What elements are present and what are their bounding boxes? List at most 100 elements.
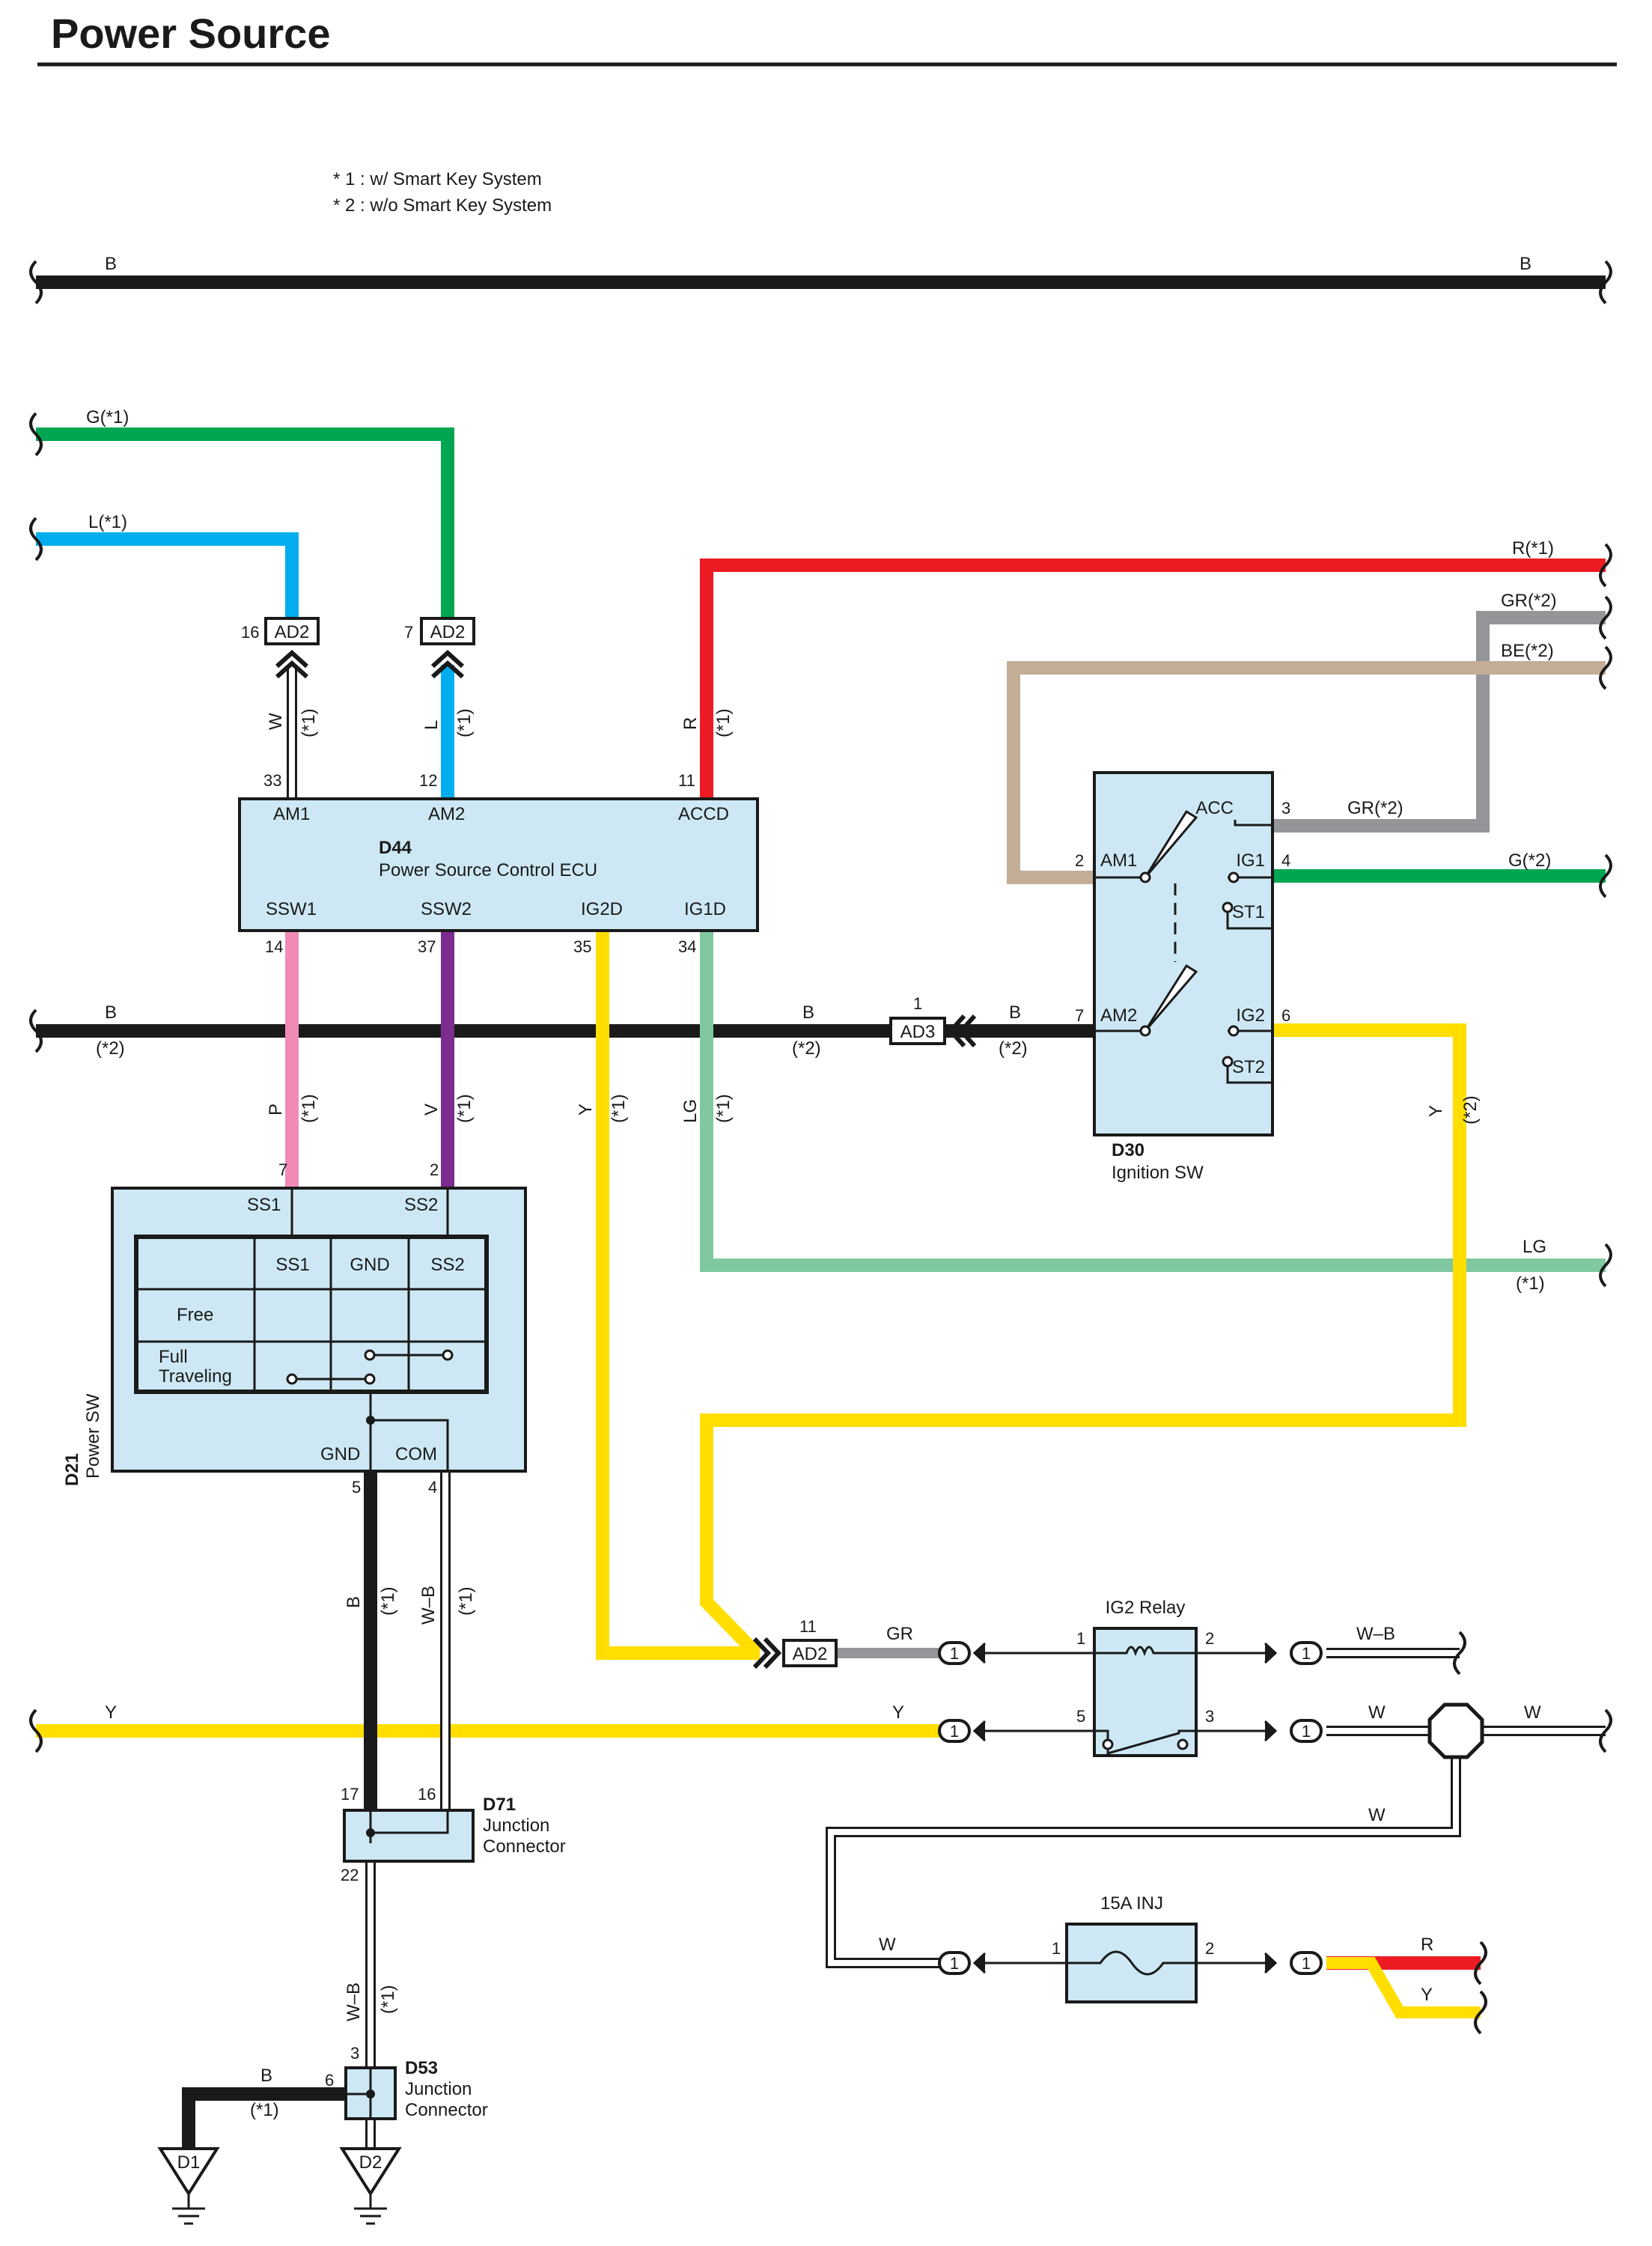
wire-lg — [700, 931, 1606, 1272]
label-b-top-right: B — [1520, 254, 1531, 274]
wire-l-1 — [36, 532, 299, 633]
label-y-out: Y — [1421, 1985, 1433, 2005]
label-g1: G(*1) — [86, 407, 129, 427]
inline-connector-y-pin: 1 — [950, 1722, 959, 1741]
label-y-right-note: (*2) — [1460, 1095, 1481, 1124]
d30-ig2: IG2 — [1236, 1005, 1265, 1026]
d30-am1: AM1 — [1100, 850, 1137, 871]
d71-name-2: Connector — [483, 1836, 566, 1857]
pin-d71-16: 16 — [418, 1785, 436, 1804]
d21-table-header-gnd: GND — [350, 1255, 389, 1275]
label-lg-right: LG — [1523, 1237, 1546, 1257]
label-wb-low: W–B — [344, 1982, 364, 2021]
inline-connectors: 1 1 1 1 1 1 — [938, 1641, 1323, 1975]
label-l-note: (*1) — [454, 708, 475, 737]
connector-ad2-16: AD2 16 — [241, 617, 320, 679]
d71-code: D71 — [483, 1795, 516, 1815]
pin-ad2-11: 11 — [799, 1617, 817, 1636]
connector-ad2-11-label: AD2 — [793, 1644, 828, 1664]
fuse-15a-inj: 15A INJ 1 2 — [1052, 1893, 1214, 2003]
note-1: * 1 : w/ Smart Key System — [333, 169, 542, 189]
label-w: W — [266, 713, 286, 730]
label-v-note: (*1) — [454, 1094, 475, 1123]
label-be2: BE(*2) — [1501, 641, 1554, 661]
pin-relay-5: 5 — [1076, 1707, 1085, 1726]
pin-relay-2: 2 — [1205, 1629, 1214, 1648]
d53-name-2: Connector — [405, 2100, 488, 2120]
d21-table-row-free: Free — [177, 1305, 213, 1325]
d21-table-row-traveling: Traveling — [159, 1366, 232, 1387]
inline-connector-wb-pin: 1 — [1302, 1644, 1311, 1663]
label-w-inj: W — [879, 1935, 896, 1955]
pin-d53-6: 6 — [325, 2071, 334, 2090]
label-w-note: (*1) — [299, 708, 319, 737]
label-l: L — [421, 720, 442, 730]
label-y-right: Y — [1426, 1105, 1446, 1117]
label-p: P — [266, 1104, 286, 1116]
d44-power-source-control-ecu: AM1 AM2 ACCD D44 Power Source Control EC… — [238, 771, 759, 956]
connector-ad3: AD3 1 — [889, 994, 977, 1048]
label-gr-ad2: GR — [886, 1624, 913, 1644]
wire-r-1 — [700, 559, 1606, 799]
connector-ad2-7: AD2 7 — [404, 617, 475, 679]
ground-d2: D2 — [339, 2147, 402, 2225]
wire-g-1 — [36, 427, 454, 633]
inline-connector-r: 1 — [1264, 1951, 1323, 1975]
d30-st2: ST2 — [1232, 1057, 1265, 1077]
connector-ad3-label: AD3 — [900, 1022, 936, 1042]
pin-d71-22: 22 — [341, 1866, 359, 1884]
label-l1: L(*1) — [88, 512, 127, 532]
inline-connector-w: 1 — [1264, 1719, 1323, 1743]
d21-switch-table: SS1 GND SS2 Free Full Traveling — [134, 1235, 489, 1394]
d44-ssw1: SSW1 — [266, 899, 317, 919]
splice-octagon — [1427, 1702, 1484, 1759]
label-g2-ig1: G(*2) — [1508, 850, 1551, 871]
ig2-relay: IG2 Relay 1 2 5 3 — [1076, 1598, 1214, 1757]
inline-connector-y: 1 — [938, 1719, 987, 1743]
d21-table-header-ss1: SS1 — [275, 1255, 309, 1275]
pin-d44-34: 34 — [678, 937, 696, 956]
label-lg: LG — [680, 1099, 701, 1123]
label-r1: R(*1) — [1512, 538, 1554, 559]
d21-com: COM — [395, 1444, 437, 1464]
inline-connector-w-inj: 1 — [938, 1951, 987, 1975]
ground-d1: D1 — [157, 2147, 220, 2225]
pin-d21-2: 2 — [430, 1160, 439, 1179]
label-wb-relay: W–B — [1356, 1624, 1395, 1644]
d30-ig1: IG1 — [1236, 850, 1265, 871]
label-wb-note: (*1) — [456, 1586, 476, 1616]
d44-code: D44 — [379, 838, 412, 858]
pin-d30-4: 4 — [1281, 851, 1290, 870]
d21-table-header-ss2: SS2 — [430, 1255, 464, 1275]
d53-name-1: Junction — [405, 2079, 472, 2099]
label-b-top-left: B — [105, 254, 117, 274]
wire-be-2 — [1007, 661, 1606, 884]
label-wb-low-note: (*1) — [378, 1985, 398, 2014]
wire-labels: B B G(*1) L(*1) R(*1) GR(*2) BE(*2) GR(*… — [86, 254, 1557, 2120]
pin-d44-12: 12 — [419, 771, 437, 790]
d44-accd: ACCD — [678, 804, 729, 824]
inline-connector-w-inj-pin: 1 — [950, 1954, 959, 1973]
label-p-note: (*1) — [299, 1094, 319, 1123]
d21-table-row-full: Full — [159, 1347, 188, 1367]
d53-junction-connector: D53 Junction Connector 3 6 — [325, 2044, 488, 2120]
pin-d21-4: 4 — [428, 1478, 437, 1497]
pin-d30-7: 7 — [1075, 1006, 1084, 1025]
inline-connector-r-pin: 1 — [1302, 1954, 1311, 1973]
label-b-ad3: B — [1009, 1002, 1021, 1023]
d21-gnd: GND — [320, 1444, 360, 1464]
wire-y-ig2d — [596, 931, 760, 1660]
label-w-loop: W — [1368, 1805, 1386, 1825]
d21-ss1: SS1 — [247, 1195, 281, 1215]
ground-d1-label: D1 — [177, 2152, 201, 2173]
label-b-d1-note: (*1) — [250, 2100, 279, 2120]
d71-junction-connector: D71 Junction Connector 17 16 22 — [341, 1785, 566, 1884]
wire-gr-2 — [1272, 611, 1606, 833]
d21-code: D21 — [62, 1453, 82, 1486]
label-lg-right-note: (*1) — [1516, 1273, 1545, 1294]
label-gr2: GR(*2) — [1501, 591, 1557, 611]
label-y: Y — [576, 1104, 596, 1116]
wire-w-loop — [826, 1756, 1461, 1968]
d21-power-sw: SS1 SS2 SS1 GND SS2 Free Full Traveling … — [62, 1160, 527, 1497]
